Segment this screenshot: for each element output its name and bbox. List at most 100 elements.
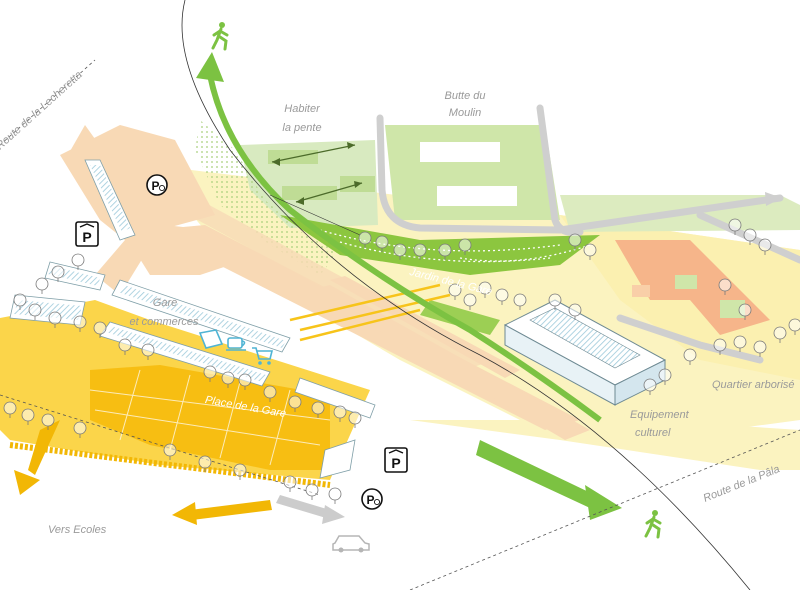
station-buildings xyxy=(9,159,376,479)
tree xyxy=(263,385,277,399)
tree xyxy=(773,326,787,340)
tree xyxy=(311,401,325,415)
green-slope-dotted xyxy=(195,120,340,275)
green-pedestrian-route xyxy=(196,52,622,520)
yellow-arrow-west xyxy=(172,502,197,525)
tree xyxy=(658,368,672,382)
pedestrian-icon xyxy=(211,22,229,51)
housing-block xyxy=(437,186,517,206)
tree xyxy=(333,405,347,419)
tree xyxy=(683,348,697,362)
tree xyxy=(163,443,177,457)
label-vers-ecoles: Vers Ecoles xyxy=(48,524,107,536)
label-culturel: culturel xyxy=(635,427,671,439)
tree xyxy=(238,373,252,387)
tree xyxy=(753,340,767,354)
label-equipement: Equipement xyxy=(630,409,690,421)
jardin-de-la-gare xyxy=(280,215,600,335)
shopping-cart-icon xyxy=(252,347,274,365)
tree xyxy=(788,318,800,332)
coffee-cup-icon xyxy=(226,337,246,351)
tree xyxy=(393,243,407,257)
timed-parking-icon: P xyxy=(361,488,383,510)
tree xyxy=(438,243,452,257)
tree xyxy=(203,365,217,379)
tree xyxy=(35,277,49,291)
label-route-de-la-lecheretta: Route de la Lecheretta xyxy=(0,69,85,152)
svg-text:P: P xyxy=(151,179,159,193)
tree xyxy=(643,378,657,392)
tree xyxy=(463,293,477,307)
tree xyxy=(458,238,472,252)
habiter-la-pente-zone xyxy=(240,140,378,228)
quartier-arborise xyxy=(615,240,770,335)
tree xyxy=(568,233,582,247)
railway-tracks xyxy=(150,200,590,440)
tree xyxy=(198,455,212,469)
tree xyxy=(375,235,389,249)
tree xyxy=(733,335,747,349)
tree xyxy=(305,483,319,497)
car-icon xyxy=(332,535,370,553)
tree xyxy=(283,475,297,489)
butte-du-moulin-zone xyxy=(385,125,800,232)
trees xyxy=(3,218,800,504)
label-quartier-arborise: Quartier arborisé xyxy=(712,379,795,391)
tree xyxy=(713,338,727,352)
grey-arrow-east xyxy=(276,495,330,518)
green-arrow-southeast xyxy=(585,485,622,520)
tree xyxy=(71,253,85,267)
svg-text:P: P xyxy=(366,493,374,507)
tree xyxy=(51,265,65,279)
tree xyxy=(743,228,757,242)
covered-parking-icon: P xyxy=(75,221,99,247)
tree xyxy=(13,293,27,307)
covered-parking-icon: P xyxy=(384,447,408,473)
label-habiter: Habiter xyxy=(284,103,321,115)
label-et-commerces: et commerces xyxy=(129,316,199,328)
housing-block xyxy=(420,142,500,162)
equipement-culturel-building xyxy=(503,299,667,406)
tree xyxy=(548,293,562,307)
label-la-pente: la pente xyxy=(282,122,321,134)
tree xyxy=(568,303,582,317)
tree xyxy=(93,321,107,335)
tree xyxy=(73,421,87,435)
tree xyxy=(328,487,342,501)
tree xyxy=(758,238,772,252)
svg-text:P: P xyxy=(82,229,91,245)
tree xyxy=(288,395,302,409)
tree xyxy=(358,231,372,245)
yellow-arrows xyxy=(14,420,272,525)
tree xyxy=(233,463,247,477)
tree xyxy=(728,218,742,232)
tree xyxy=(141,343,155,357)
tree xyxy=(348,411,362,425)
tree xyxy=(41,413,55,427)
tree xyxy=(3,401,17,415)
route-de-la-pala-line xyxy=(409,429,800,590)
pedestrian-icon xyxy=(644,510,662,539)
tree xyxy=(221,371,235,385)
tree xyxy=(495,288,509,302)
label-butte-du: Butte du xyxy=(445,90,486,102)
tree xyxy=(28,303,42,317)
tree xyxy=(21,408,35,422)
tree xyxy=(118,338,132,352)
yellow-arrow-southwest xyxy=(14,470,40,495)
timed-parking-icon: P xyxy=(146,174,168,196)
green-arrow-north xyxy=(196,52,224,82)
tree xyxy=(48,311,62,325)
label-moulin: Moulin xyxy=(449,107,481,119)
tree xyxy=(513,293,527,307)
tree xyxy=(73,315,87,329)
rail-curve-line xyxy=(181,0,751,590)
label-route-de-la-pala: Route de la Pâla xyxy=(702,463,782,505)
tree xyxy=(738,303,752,317)
svg-text:P: P xyxy=(391,455,400,471)
tree xyxy=(413,243,427,257)
tree xyxy=(718,278,732,292)
tree xyxy=(583,243,597,257)
newspaper-icon xyxy=(198,329,224,349)
